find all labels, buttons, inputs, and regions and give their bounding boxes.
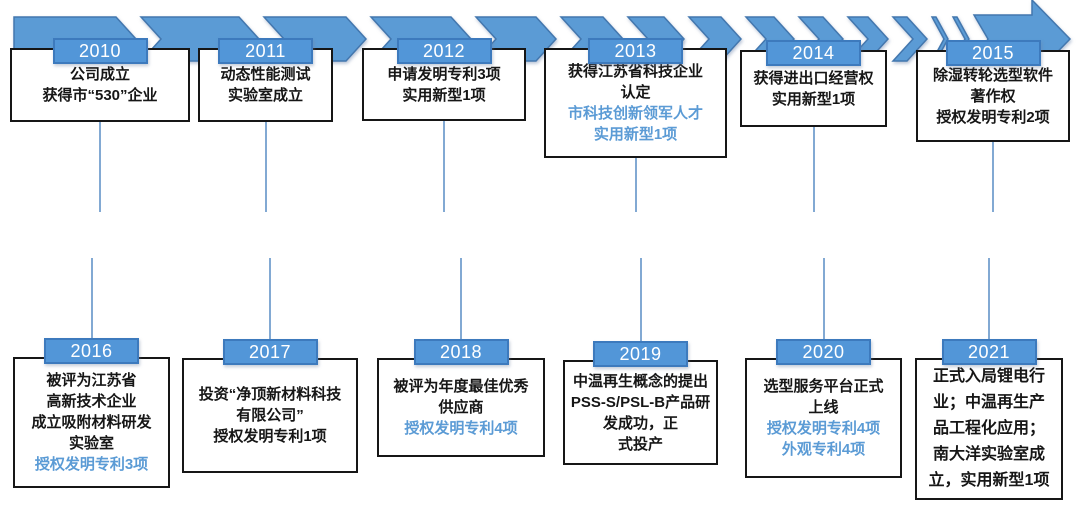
milestone-text-line: 授权发明专利2项 — [936, 108, 1050, 126]
milestone-box-2014: 获得进出口经营权实用新型1项 — [740, 50, 887, 127]
milestone-text-line: 申请发明专利3项 — [387, 65, 501, 83]
milestone-text-line: 被评为江苏省 — [46, 372, 137, 389]
milestone-text-line: 被评为年度最佳优秀 — [393, 378, 529, 395]
milestone-box-2016: 被评为江苏省高新技术企业成立吸附材料研发实验室授权发明专利3项 — [13, 357, 170, 488]
milestone-text-line: 中温再生概念的提出 — [572, 372, 708, 390]
milestone-text-line: 选型服务平台正式 — [763, 378, 884, 395]
milestone-box-2020: 选型服务平台正式上线授权发明专利4项外观专利4项 — [745, 358, 902, 478]
milestone-text-line: 实用新型1项 — [771, 90, 856, 108]
milestone-text-line: 供应商 — [438, 399, 484, 416]
milestone-text-line: 有限公司” — [236, 407, 304, 424]
milestone-box-2019: 中温再生概念的提出 PSS-S/PSL-B产品研发成功，正式投产 — [563, 360, 718, 465]
milestone-text-line: 授权发明专利3项 — [34, 456, 149, 473]
milestone-text-line: 上线 — [808, 399, 839, 416]
milestone-text-line: 授权发明专利4项 — [766, 420, 881, 437]
milestone-text-line: 获得进出口经营权 — [753, 69, 874, 87]
year-badge-2015: 2015 — [945, 40, 1041, 66]
connector-line — [99, 122, 101, 212]
milestone-text-line: 获得江苏省科技企业 — [567, 63, 703, 80]
milestone-text-line: 授权发明专利1项 — [213, 428, 327, 445]
milestone-text-line: 获得市“530”企业 — [42, 87, 158, 104]
year-badge-2017: 2017 — [222, 339, 318, 365]
year-badge-2014: 2014 — [766, 40, 861, 66]
milestone-text-line: 实验室 — [68, 435, 114, 452]
milestone-text-line: 正式入局锂电行 — [932, 368, 1045, 385]
milestone-text-line: PSS-S/PSL-B产品研 — [570, 393, 711, 411]
milestone-box-2021: 正式入局锂电行业；中温再生产品工程化应用； 南大洋实验室成立，实用新型1项 — [915, 358, 1063, 500]
milestone-text-line: 实用新型1项 — [402, 86, 486, 104]
connector-line — [988, 258, 990, 339]
milestone-box-2017: 投资“净顶新材料科技有限公司” 授权发明专利1项 — [182, 358, 358, 473]
year-badge-2010: 2010 — [52, 38, 148, 64]
milestone-box-2013: 获得江苏省科技企业认定市科技创新领军人才实用新型1项 — [544, 48, 727, 158]
connector-line — [812, 127, 815, 212]
connector-line — [992, 142, 994, 212]
milestone-text-line: 外观专利4项 — [781, 441, 866, 458]
year-badge-2012: 2012 — [396, 38, 492, 64]
milestone-text-line: 授权发明专利4项 — [404, 420, 518, 437]
year-badge-2018: 2018 — [413, 339, 509, 365]
milestone-text-line: 品工程化应用； — [932, 420, 1045, 437]
connector-line — [90, 258, 93, 338]
chevron-shape — [891, 16, 929, 62]
milestone-text-line: 业；中温再生产 — [932, 394, 1045, 411]
connector-line — [264, 122, 267, 212]
milestone-box-2018: 被评为年度最佳优秀供应商授权发明专利4项 — [377, 358, 545, 457]
year-badge-2019: 2019 — [593, 341, 688, 367]
connector-line — [639, 258, 642, 341]
milestone-box-2012: 申请发明专利3项实用新型1项 — [362, 48, 526, 121]
milestone-text-line: 南大洋实验室成 — [932, 446, 1045, 463]
year-badge-2013: 2013 — [588, 38, 683, 64]
milestone-text-line: 实用新型1项 — [593, 126, 678, 143]
milestone-text-line: 成立吸附材料研发 — [31, 414, 152, 431]
connector-line — [634, 158, 637, 212]
year-badge-2020: 2020 — [776, 339, 871, 365]
connector-line — [822, 258, 825, 339]
milestone-text-line: 认定 — [620, 84, 651, 101]
year-badge-2011: 2011 — [218, 38, 313, 64]
milestone-text-line: 除湿转轮选型软件 — [932, 66, 1053, 84]
connector-line — [460, 258, 462, 339]
milestone-text-line: 式投产 — [617, 435, 663, 453]
milestone-text-line: 高新技术企业 — [46, 393, 137, 410]
milestone-text-line: 市科技创新领军人才 — [567, 105, 703, 122]
year-badge-2021: 2021 — [941, 339, 1037, 365]
milestone-text-line: 投资“净顶新材料科技 — [198, 386, 342, 403]
milestone-text-line: 公司成立 — [69, 66, 130, 83]
milestone-text-line: 发成功，正 — [602, 414, 678, 432]
milestone-text-line: 著作权 — [970, 87, 1016, 105]
milestone-text-line: 实验室成立 — [227, 87, 303, 104]
connector-line — [443, 121, 445, 212]
milestone-text-line: 立，实用新型1项 — [928, 472, 1050, 489]
connector-line — [269, 258, 271, 339]
milestone-text-line: 动态性能测试 — [220, 66, 311, 83]
year-badge-2016: 2016 — [44, 338, 139, 364]
